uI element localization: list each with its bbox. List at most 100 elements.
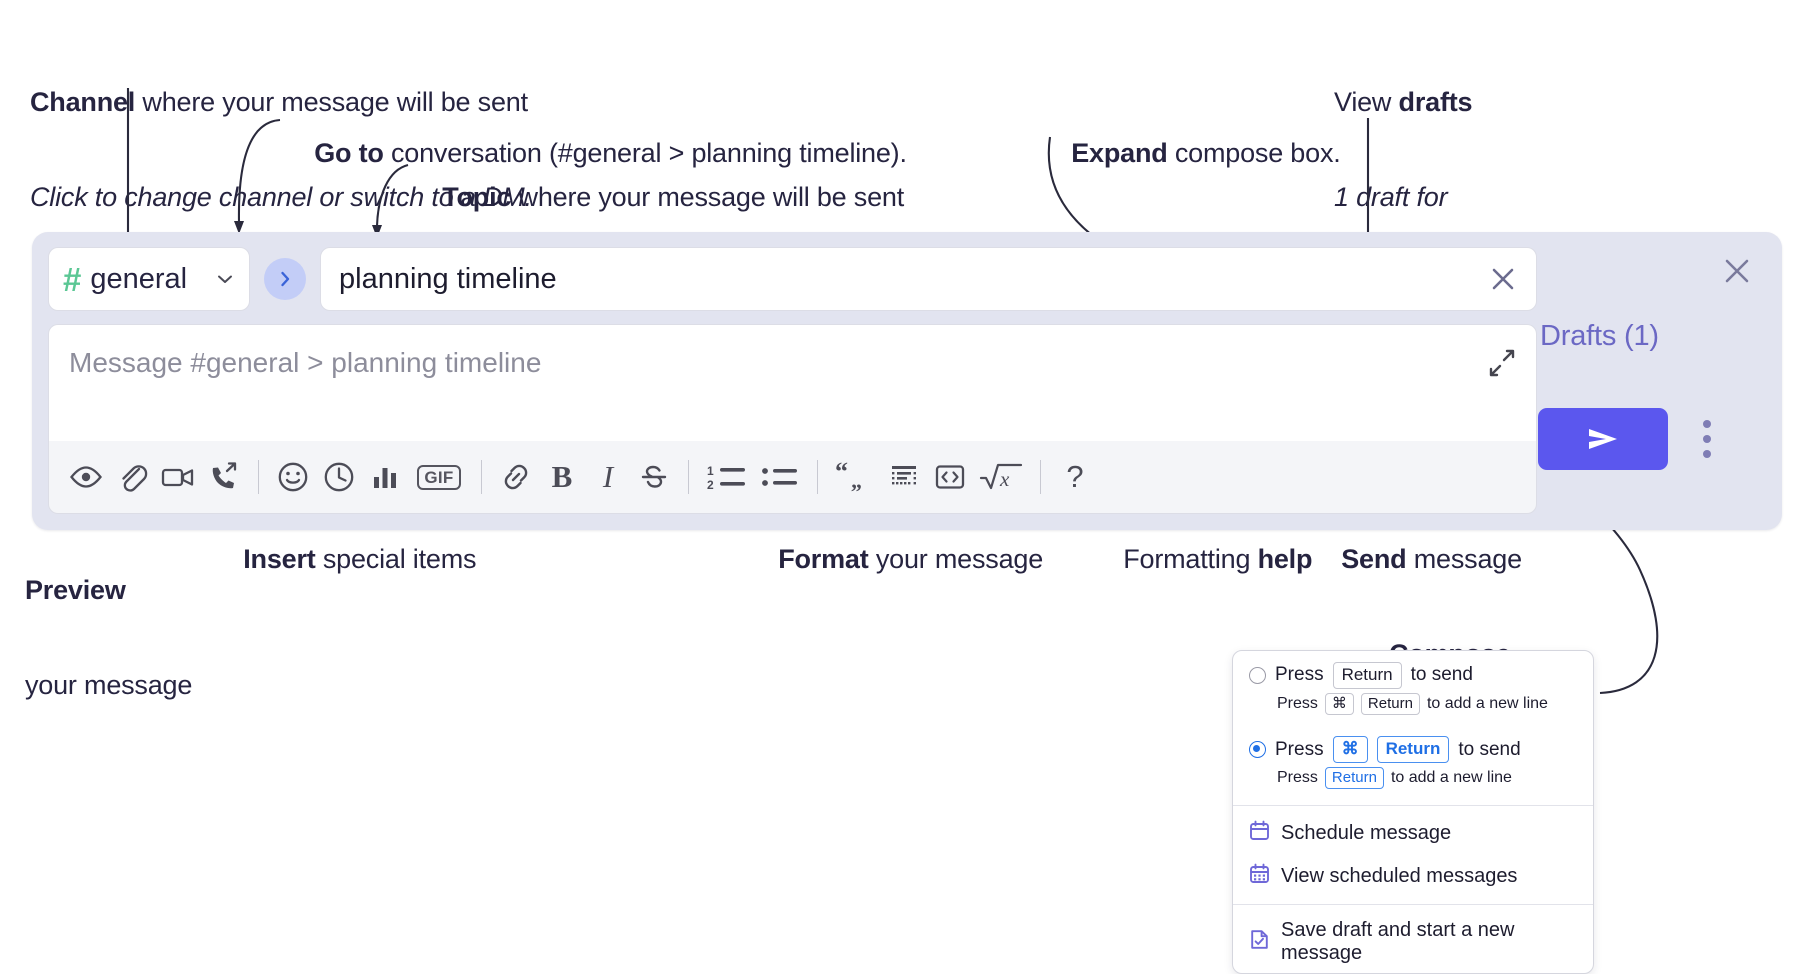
annotation-format-bold: Format	[778, 543, 869, 574]
svg-text:2: 2	[707, 478, 714, 492]
emoji-icon[interactable]	[270, 454, 316, 500]
annotation-format: Format your message	[749, 512, 1043, 607]
calendar-grid-icon	[1249, 863, 1270, 890]
menu-divider	[1233, 904, 1593, 906]
menu-item-label: Schedule message	[1281, 822, 1452, 845]
topic-field[interactable]: planning timeline	[320, 247, 1537, 311]
toolbar-divider	[817, 460, 818, 494]
blockquote-icon[interactable]: “„	[829, 454, 881, 500]
annotation-send-bold: Send	[1341, 543, 1407, 574]
annotation-channel-rest: where your message will be sent	[135, 87, 528, 118]
close-icon[interactable]	[1720, 254, 1754, 288]
topic-value: planning timeline	[339, 262, 557, 295]
annotation-preview: Preview your message	[25, 512, 192, 765]
bulleted-list-icon[interactable]	[754, 454, 806, 500]
annotation-preview-line2: your message	[25, 669, 193, 700]
strikethrough-icon[interactable]	[631, 454, 677, 500]
annotation-topic: Topic where your message will be sent	[413, 150, 904, 245]
annotation-expand: Expand compose box.	[1042, 106, 1341, 201]
phone-forward-icon[interactable]	[201, 454, 247, 500]
menu-item-save-draft[interactable]: Save draft and start a new message	[1233, 911, 1593, 973]
italic-icon[interactable]: I	[585, 454, 631, 500]
option-return-sub-rest: to add a new line	[1426, 695, 1548, 713]
calendar-icon	[1249, 820, 1270, 847]
channel-picker[interactable]: # general	[48, 247, 250, 311]
menu-option-return[interactable]: Press Return to send	[1233, 651, 1593, 691]
option-return-tosend: to send	[1410, 664, 1473, 686]
compose-right-column: Drafts (1)	[1522, 232, 1782, 530]
message-input[interactable]: Message #general > planning timeline	[48, 324, 1537, 442]
code-icon[interactable]	[927, 454, 973, 500]
key-command: ⌘	[1332, 736, 1368, 764]
paper-plane-icon	[1589, 429, 1617, 449]
preview-icon[interactable]	[63, 454, 109, 500]
annotation-help-plain: Formatting	[1123, 543, 1258, 574]
menu-item-schedule-message[interactable]: Schedule message	[1233, 812, 1593, 855]
chevron-right-icon	[281, 271, 290, 287]
help-label: ?	[1066, 459, 1084, 494]
radio-unselected-icon[interactable]	[1249, 666, 1266, 684]
code-block-icon[interactable]	[881, 454, 927, 500]
close-icon[interactable]	[1486, 262, 1520, 296]
diagram-stage: Channel where your message will be sent …	[25, 87, 1782, 974]
annotation-insert-rest: special items	[315, 543, 477, 574]
menu-item-label: Save draft and start a new message	[1281, 919, 1515, 965]
annotation-format-rest: your message	[868, 543, 1044, 574]
menu-option-cmd-sub: Press Return to add a new line	[1233, 765, 1593, 799]
key-command: ⌘	[1324, 692, 1354, 716]
help-icon[interactable]: ?	[1052, 454, 1098, 500]
svg-text:1: 1	[707, 464, 714, 478]
menu-item-view-scheduled[interactable]: View scheduled messages	[1233, 855, 1593, 898]
attachment-icon[interactable]	[109, 454, 155, 500]
menu-option-cmd-return[interactable]: Press ⌘ Return to send	[1233, 725, 1593, 765]
option-cmd-tosend: to send	[1458, 738, 1521, 760]
annotation-topic-bold: Topic	[442, 181, 512, 212]
message-placeholder: Message #general > planning timeline	[69, 347, 542, 378]
toolbar-divider	[481, 460, 482, 494]
send-button[interactable]	[1538, 408, 1668, 470]
chevron-down-icon	[215, 269, 235, 289]
link-icon[interactable]	[493, 454, 539, 500]
gif-icon[interactable]: GIF	[408, 454, 470, 500]
goto-conversation-button[interactable]	[264, 258, 306, 300]
more-vertical-icon[interactable]	[1690, 414, 1724, 464]
menu-option-return-sub: Press ⌘ Return to add a new line	[1233, 691, 1593, 725]
bold-icon[interactable]: B	[539, 454, 585, 500]
key-return: Return	[1360, 692, 1420, 716]
key-return: Return	[1376, 736, 1450, 764]
clock-icon[interactable]	[316, 454, 362, 500]
annotation-drafts-plain: View	[1334, 87, 1399, 118]
key-return: Return	[1324, 767, 1384, 790]
svg-text:„: „	[851, 468, 862, 493]
drafts-link[interactable]: Drafts (1)	[1540, 320, 1659, 352]
expand-diagonal-icon[interactable]	[1486, 347, 1518, 379]
math-icon[interactable]: x	[973, 454, 1029, 500]
document-check-icon	[1249, 929, 1270, 956]
gif-label: GIF	[417, 464, 461, 490]
annotation-help-bold: help	[1257, 543, 1313, 574]
annotation-insert: Insert special items	[214, 512, 476, 607]
option-cmd-press: Press	[1275, 738, 1324, 760]
channel-name-label: general	[90, 262, 188, 295]
annotation-goto-bold: Go to	[314, 137, 384, 168]
bold-label: B	[551, 459, 573, 494]
bar-chart-icon[interactable]	[362, 454, 408, 500]
menu-divider	[1233, 805, 1593, 807]
option-cmd-sub-press: Press	[1277, 769, 1318, 787]
annotation-help: Formatting help	[1094, 512, 1312, 607]
compose-inner: # general planning timeline	[48, 246, 1537, 514]
video-camera-icon[interactable]	[155, 454, 201, 500]
hash-icon: #	[63, 260, 82, 298]
toolbar-divider	[688, 460, 689, 494]
svg-text:“: “	[835, 460, 848, 486]
annotation-expand-rest: compose box.	[1167, 137, 1341, 168]
toolbar-divider	[1040, 460, 1041, 494]
menu-item-label: View scheduled messages	[1281, 865, 1518, 888]
annotation-send-rest: message	[1406, 543, 1522, 574]
italic-label: I	[602, 459, 614, 494]
annotation-drafts-bold: drafts	[1398, 87, 1473, 118]
radio-selected-icon[interactable]	[1249, 741, 1266, 759]
key-return: Return	[1332, 662, 1402, 689]
